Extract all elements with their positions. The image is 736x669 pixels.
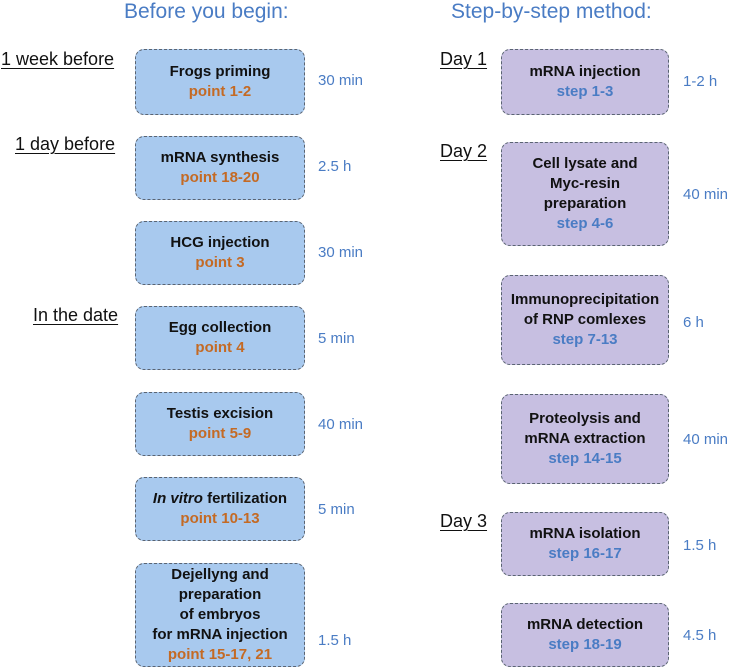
- box-title-line: of RNP comlexes: [523, 311, 647, 328]
- box-cell-lysate-preparation: Cell lysate and Myc-resin preparation st…: [501, 142, 669, 246]
- step-by-step-heading: Step-by-step method:: [451, 0, 652, 23]
- duration: 5 min: [318, 501, 355, 518]
- box-title-italic: In vitro: [152, 490, 203, 507]
- label-day-3: Day 3: [440, 511, 488, 531]
- box-dejellyng-preparation: Dejellyng and preparation of embryos for…: [135, 563, 305, 667]
- box-title-line: Immunoprecipitation: [510, 291, 660, 308]
- label-1-day-before: 1 day before: [15, 134, 116, 154]
- box-title: Egg collection: [168, 319, 272, 336]
- before-you-begin-heading: Before you begin:: [124, 0, 289, 23]
- box-reference: step 14-15: [548, 450, 622, 467]
- box-title-line: Proteolysis and: [529, 410, 641, 427]
- duration: 40 min: [318, 416, 364, 433]
- duration: 1.5 h: [318, 632, 352, 649]
- box-mrna-detection: mRNA detection step 18-19: [501, 603, 669, 667]
- box-reference: step 4-6: [556, 215, 614, 232]
- box-title: mRNA synthesis: [160, 149, 280, 166]
- box-hcg-injection: HCG injection point 3: [135, 221, 305, 285]
- duration: 4.5 h: [683, 627, 717, 644]
- duration: 2.5 h: [318, 158, 352, 175]
- box-reference: point 1-2: [188, 83, 252, 100]
- box-title-line: Dejellyng and: [171, 566, 269, 583]
- box-title: Testis excision: [166, 405, 274, 422]
- box-title: HCG injection: [170, 234, 270, 251]
- box-frogs-priming: Frogs priming point 1-2: [135, 49, 305, 115]
- box-immunoprecipitation: Immunoprecipitation of RNP comlexes step…: [501, 275, 669, 365]
- box-reference: point 5-9: [188, 425, 252, 442]
- box-reference: step 7-13: [552, 331, 618, 348]
- duration: 30 min: [318, 72, 364, 89]
- box-title: Frogs priming: [169, 63, 271, 80]
- box-title-line: mRNA extraction: [524, 430, 646, 447]
- label-day-2: Day 2: [440, 141, 488, 161]
- box-mrna-injection: mRNA injection step 1-3: [501, 49, 669, 115]
- box-reference: point 3: [195, 254, 245, 271]
- duration: 1.5 h: [683, 537, 717, 554]
- label-1-week-before: 1 week before: [1, 49, 115, 69]
- box-title: In vitro fertilization: [153, 489, 287, 509]
- box-testis-excision: Testis excision point 5-9: [135, 392, 305, 456]
- box-reference: step 1-3: [556, 83, 614, 100]
- box-title-line: preparation: [178, 586, 262, 603]
- box-proteolysis-extraction: Proteolysis and mRNA extraction step 14-…: [501, 394, 669, 484]
- label-day-1: Day 1: [440, 49, 488, 69]
- box-reference: point 4: [195, 339, 245, 356]
- box-reference: point 18-20: [180, 169, 260, 186]
- box-reference: step 18-19: [548, 636, 622, 653]
- box-mrna-isolation: mRNA isolation step 16-17: [501, 512, 669, 576]
- label-in-the-date: In the date: [33, 305, 119, 325]
- box-title-line: Myc-resin: [549, 175, 621, 192]
- duration: 40 min: [683, 431, 729, 448]
- duration: 6 h: [683, 314, 704, 331]
- box-egg-collection: Egg collection point 4: [135, 306, 305, 370]
- box-mrna-synthesis: mRNA synthesis point 18-20: [135, 136, 305, 200]
- duration: 1-2 h: [683, 73, 718, 90]
- box-title: mRNA isolation: [529, 525, 641, 542]
- box-title-rest: fertilization: [202, 490, 288, 507]
- box-title: mRNA detection: [526, 616, 644, 633]
- duration: 30 min: [318, 244, 364, 261]
- box-reference: point 10-13: [180, 510, 260, 527]
- box-title-line: of embryos: [179, 606, 261, 623]
- box-title: mRNA injection: [529, 63, 641, 80]
- duration: 40 min: [683, 186, 729, 203]
- box-title-line: Cell lysate and: [532, 155, 638, 172]
- box-reference: point 15-17, 21: [167, 646, 273, 663]
- box-reference: step 16-17: [548, 545, 622, 562]
- box-title-line: for mRNA injection: [152, 626, 288, 643]
- box-in-vitro-fertilization: In vitro fertilization point 10-13: [135, 477, 305, 541]
- duration: 5 min: [318, 330, 355, 347]
- box-title-line: preparation: [543, 195, 627, 212]
